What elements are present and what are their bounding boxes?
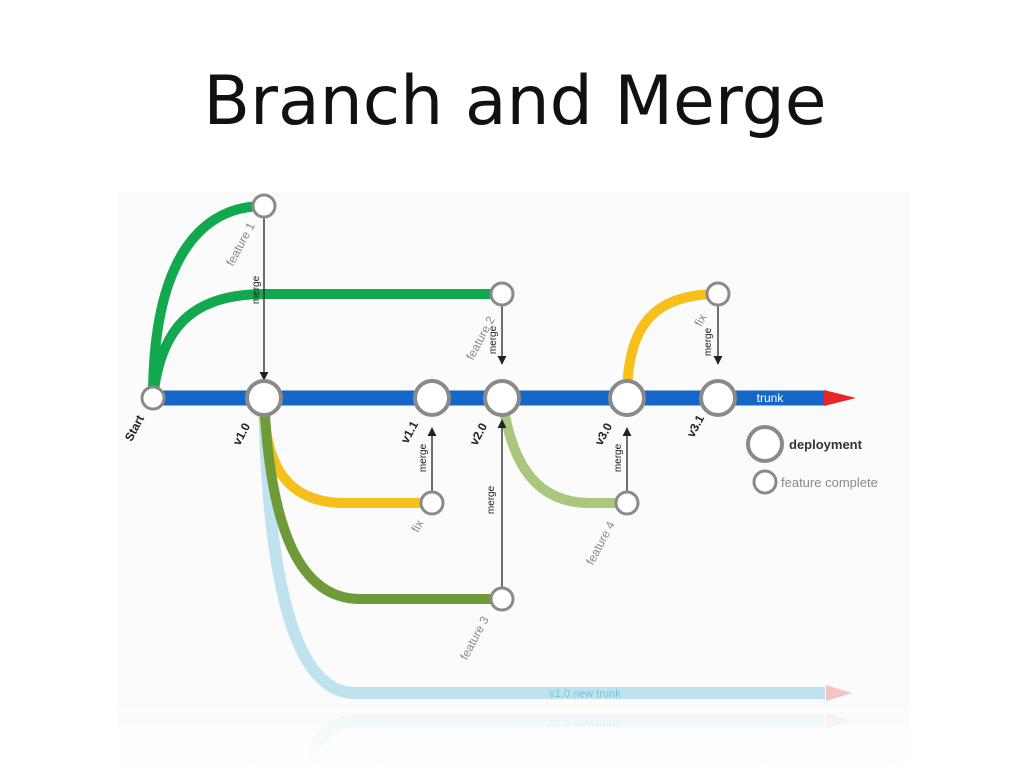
fix-bottom-label: fix [408, 518, 426, 535]
new-trunk-label: v1.0 new trunk [549, 688, 621, 700]
trunk-arrow [824, 390, 856, 406]
fix-top-label: fix [691, 312, 709, 329]
feature-complete-node-feature-4 [614, 490, 640, 516]
feature-2-branch [148, 289, 502, 399]
legend-deployment-swatch [746, 425, 784, 463]
deployment-node-v2-0 [483, 379, 521, 417]
feature-complete-node-feature-3 [489, 586, 515, 612]
feature-complete-node-fix-v3 [705, 281, 731, 307]
feature-complete-node-feature-1 [251, 193, 277, 219]
merge-label-feature-1: merge [251, 275, 262, 304]
legend-feature-complete-swatch [752, 469, 778, 495]
merge-label-feature-2: merge [488, 325, 499, 354]
deployment-node-v1-1 [413, 379, 451, 417]
deployment-node-v3-0 [608, 379, 646, 417]
merge-label-fix-v1: merge [418, 443, 429, 472]
legend-deployment-label: deployment [789, 437, 863, 452]
merge-label-feature-3: merge [486, 485, 497, 514]
start-node [140, 385, 166, 411]
merge-label-feature-4: merge [613, 443, 624, 472]
feature-4-branch [497, 397, 627, 508]
slide-title: Branch and Merge [203, 62, 827, 141]
new-trunk-arrow [826, 685, 852, 701]
feature-complete-node-fix-v1 [419, 490, 445, 516]
merge-label-fix-v3: merge [703, 327, 714, 356]
feature-complete-node-feature-2 [489, 281, 515, 307]
legend-feature-complete-label: feature complete [781, 475, 878, 490]
diagram-background [118, 192, 910, 767]
fix-branch-v3 [622, 289, 719, 399]
deployment-node-v3-1 [699, 379, 737, 417]
deployment-node-v1-0 [245, 379, 283, 417]
feature-3-branch [259, 397, 502, 604]
reflection-fade [118, 708, 910, 772]
legend: deployment feature complete [746, 425, 878, 495]
feature-1-branch [148, 201, 265, 399]
trunk-label: trunk [757, 391, 785, 405]
